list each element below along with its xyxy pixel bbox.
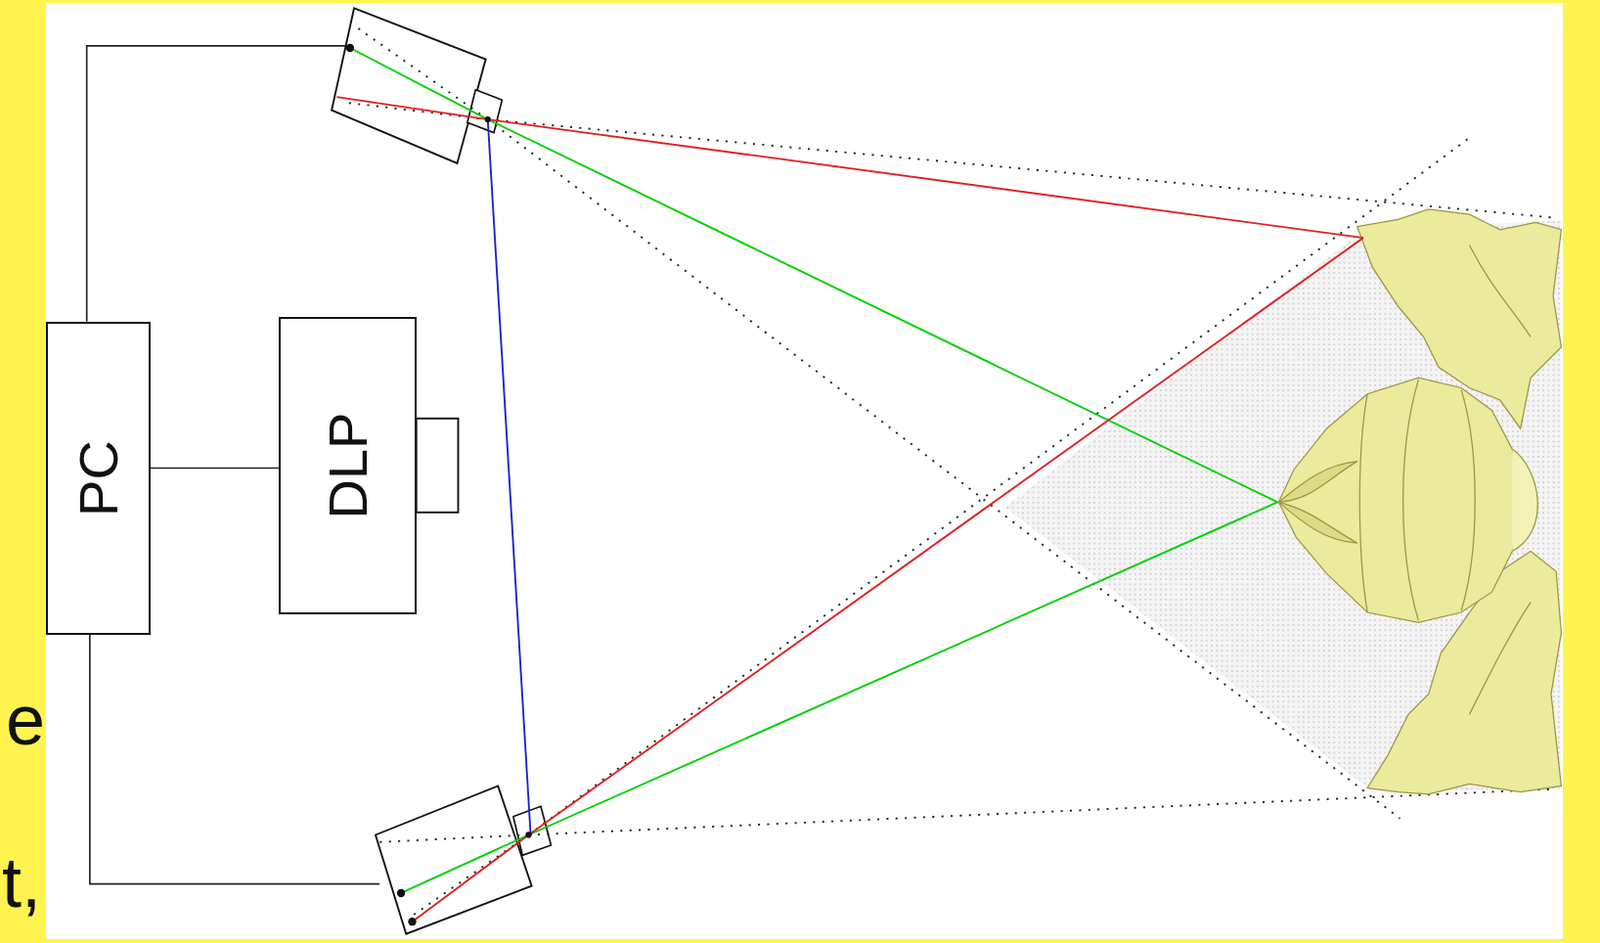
camera-wire	[89, 634, 380, 885]
box-label: PC	[71, 440, 127, 517]
data-cable	[150, 467, 279, 470]
computer-box: PC	[45, 321, 151, 635]
camera-ray	[336, 47, 1364, 922]
cut-off-text: e	[5, 684, 45, 756]
camera-center	[397, 888, 405, 897]
top-camera	[331, 7, 487, 164]
camera-center	[485, 116, 491, 123]
camera-center	[346, 44, 355, 52]
camera-wire	[87, 45, 353, 322]
cut-off-text: t,	[1, 846, 42, 918]
box-label: DLP	[320, 412, 376, 520]
projector-lens	[416, 418, 459, 513]
projector-box: DLP	[278, 316, 417, 615]
white-panel	[45, 2, 1563, 939]
camera-center	[525, 831, 532, 838]
camera-center	[407, 917, 416, 926]
bottom-camera	[375, 785, 533, 934]
camera-lens	[513, 805, 552, 855]
scanned-mesh	[1278, 209, 1561, 795]
